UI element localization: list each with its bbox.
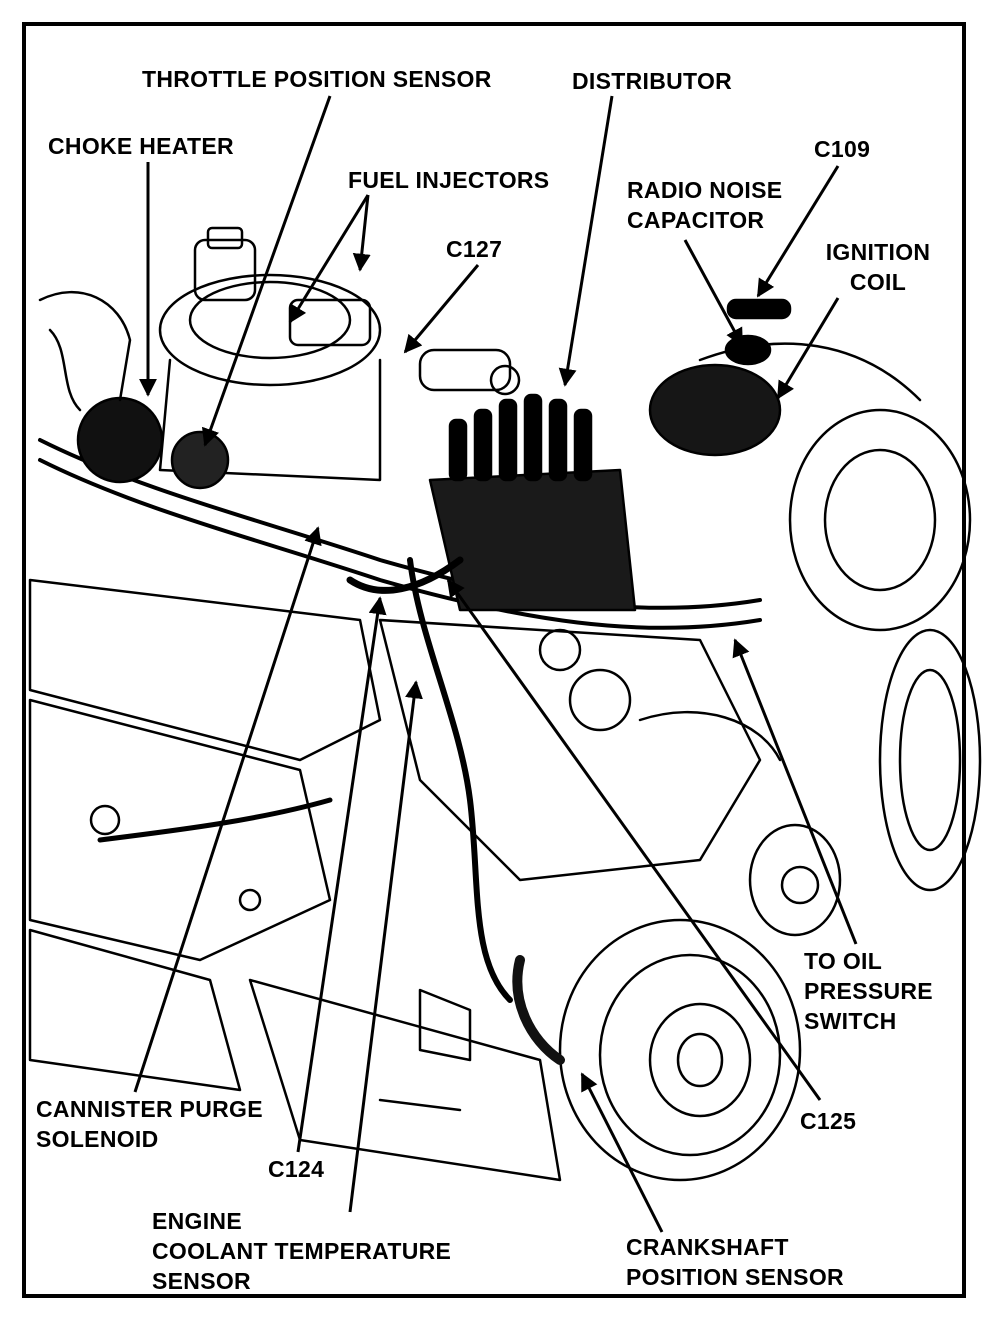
label-throttle-position-sensor: THROTTLE POSITION SENSOR [142,66,492,92]
label-crankshaft-position-sensor-line-1: CRANKSHAFT [626,1234,789,1260]
leader-cannister-purge-solenoid [133,526,322,1093]
leader-coolant-temperature-sensor [348,680,423,1213]
label-to-oil-pressure-switch-line-3: SWITCH [804,1008,897,1034]
label-radio-noise-capacitor: RADIO NOISE CAPACITOR [627,175,782,235]
label-to-oil-pressure-switch-line-1: TO OIL [804,948,883,974]
label-cannister-purge-solenoid-line-2: SOLENOID [36,1126,159,1152]
leader-c109 [756,165,840,298]
label-radio-noise-capacitor-line-2: CAPACITOR [627,207,765,233]
label-engine-coolant-temperature-sensor-line-3: SENSOR [152,1268,251,1294]
label-distributor: DISTRIBUTOR [572,68,733,94]
label-c127: C127 [446,236,503,262]
label-to-oil-pressure-switch: TO OIL PRESSURE SWITCH [804,946,933,1036]
leader-throttle-position-sensor [201,95,332,447]
leader-lines [133,95,858,1233]
leader-fuel-injectors-2 [352,194,371,272]
engine-illustration [28,226,982,1182]
label-ignition-coil: IGNITION COIL [816,237,940,297]
leader-radio-noise-capacitor [683,239,744,347]
leader-c125 [446,578,822,1101]
label-ignition-coil-line-1: IGNITION [825,239,931,265]
label-choke-heater: CHOKE HEATER [48,133,234,159]
label-crankshaft-position-sensor: CRANKSHAFT POSITION SENSOR [626,1232,844,1292]
label-engine-coolant-temperature-sensor-line-2: COOLANT TEMPERATURE [152,1238,452,1264]
leader-oil-pressure-switch [732,638,858,945]
label-engine-coolant-temperature-sensor-line-1: ENGINE [152,1208,242,1234]
label-engine-coolant-temperature-sensor: ENGINE COOLANT TEMPERATURE SENSOR [152,1206,451,1296]
label-c124: C124 [268,1156,325,1182]
leader-c124 [296,596,387,1153]
label-to-oil-pressure-switch-line-2: PRESSURE [804,978,933,1004]
leader-c127 [403,264,480,354]
label-c109: C109 [814,136,871,162]
label-radio-noise-capacitor-line-1: RADIO NOISE [627,177,783,203]
label-ignition-coil-line-2: COIL [849,269,907,295]
label-fuel-injectors: FUEL INJECTORS [348,167,550,193]
label-cannister-purge-solenoid-line-1: CANNISTER PURGE [36,1096,263,1122]
leader-ignition-coil [776,297,840,400]
label-cannister-purge-solenoid: CANNISTER PURGE SOLENOID [36,1094,263,1154]
leader-distributor [558,95,614,387]
label-c125: C125 [800,1108,857,1134]
label-crankshaft-position-sensor-line-2: POSITION SENSOR [626,1264,844,1290]
leader-fuel-injectors-1 [288,194,370,324]
leader-crankshaft-position-sensor [580,1072,664,1233]
